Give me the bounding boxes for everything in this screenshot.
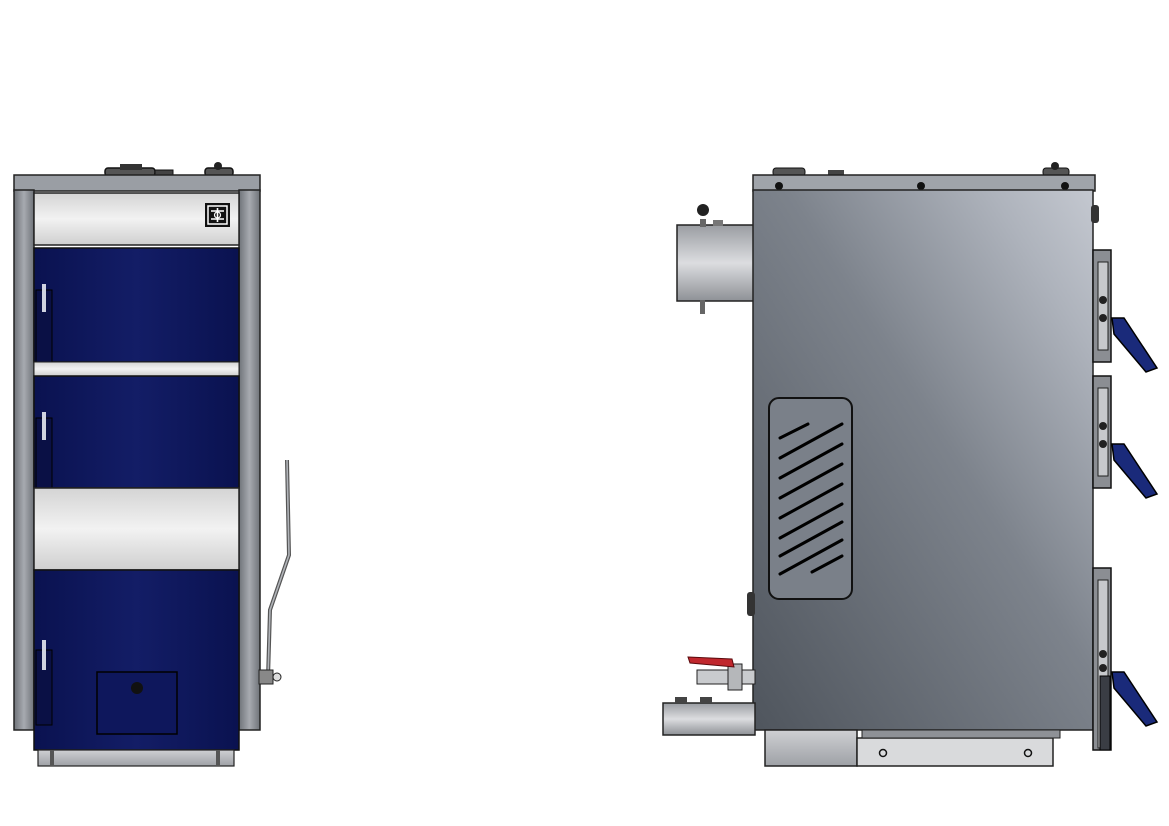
side-upper-door-handle (1092, 249, 1159, 373)
side-drain-valve (687, 656, 756, 691)
front-middle-panel (33, 487, 240, 571)
side-vent-panel (768, 397, 853, 600)
front-control-panel (33, 192, 240, 246)
boiler-brand-logo-icon (205, 203, 230, 227)
side-flue-pipe (676, 204, 756, 314)
front-top-fittings (104, 162, 234, 177)
front-damper-knob (131, 682, 143, 694)
front-top-plate (13, 174, 261, 192)
side-top-fittings (772, 162, 1070, 177)
front-upper-door (33, 247, 240, 363)
front-shaker-lever (258, 459, 292, 685)
side-ash-door-handle (1092, 567, 1159, 751)
side-return-pipe (662, 697, 756, 736)
side-base (764, 729, 1061, 767)
front-base (37, 749, 235, 767)
front-middle-door (33, 375, 240, 489)
side-middle-door-handle (1092, 375, 1159, 499)
